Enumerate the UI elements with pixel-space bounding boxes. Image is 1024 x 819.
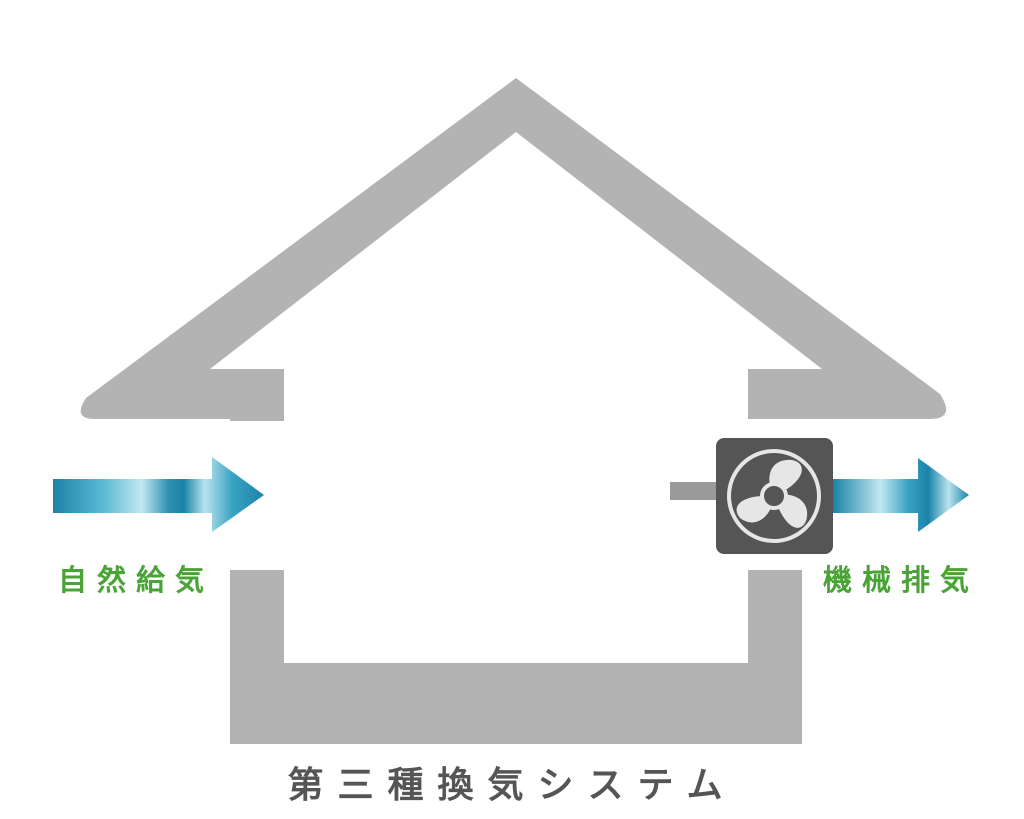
house-walls — [230, 570, 802, 744]
intake-label: 自然給気 — [58, 563, 215, 597]
intake-arrow — [53, 457, 264, 532]
exhaust-arrow — [833, 458, 969, 532]
arrow-right-icon — [53, 457, 264, 532]
arrow-right-icon — [833, 458, 969, 532]
exhaust-label: 機械排気 — [823, 563, 980, 597]
ventilation-fan-icon — [716, 438, 833, 554]
exhaust-duct — [670, 482, 718, 500]
house-roof — [80, 78, 947, 421]
diagram-title: 第三種換気システム — [287, 765, 737, 806]
